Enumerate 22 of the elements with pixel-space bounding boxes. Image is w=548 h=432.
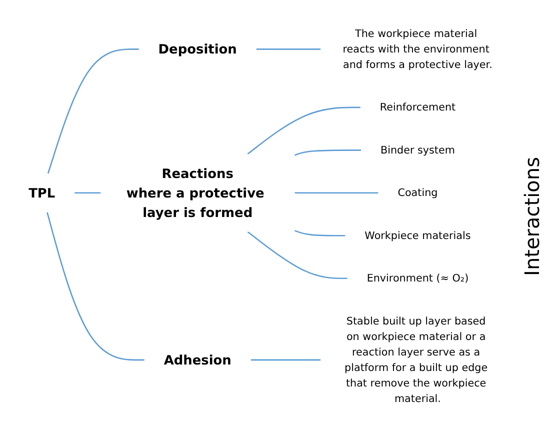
connector — [256, 48, 321, 50]
node-text: Binder system — [380, 143, 455, 156]
node-text: Reinforcement — [380, 100, 456, 114]
connector — [74, 192, 100, 194]
node-text: Coating — [398, 186, 438, 199]
connector — [47, 48, 139, 174]
connector — [247, 231, 348, 279]
connector — [294, 192, 378, 194]
node-text: Reactions where a protective layer is formed — [126, 166, 264, 220]
node-text: Deposition — [158, 41, 237, 57]
node-text: Adhesion — [164, 352, 232, 368]
node-text: Stable built up layer based on workpiece material or a reaction layer serve as a platform for a built up edge that remove the workpiece material. — [344, 314, 488, 404]
node-text: TPL — [28, 184, 56, 200]
connector — [247, 106, 360, 154]
connector — [46, 212, 144, 360]
node-text: Environment (≈ O₂) — [366, 272, 469, 284]
node-text: Workpiece materials — [364, 228, 471, 242]
connector — [294, 149, 362, 156]
connector — [294, 230, 346, 236]
connector — [250, 359, 321, 360]
side-label: Interactions — [520, 156, 544, 276]
node-text: The workpiece material reacts with the environment and forms a protective layer. — [342, 26, 492, 70]
